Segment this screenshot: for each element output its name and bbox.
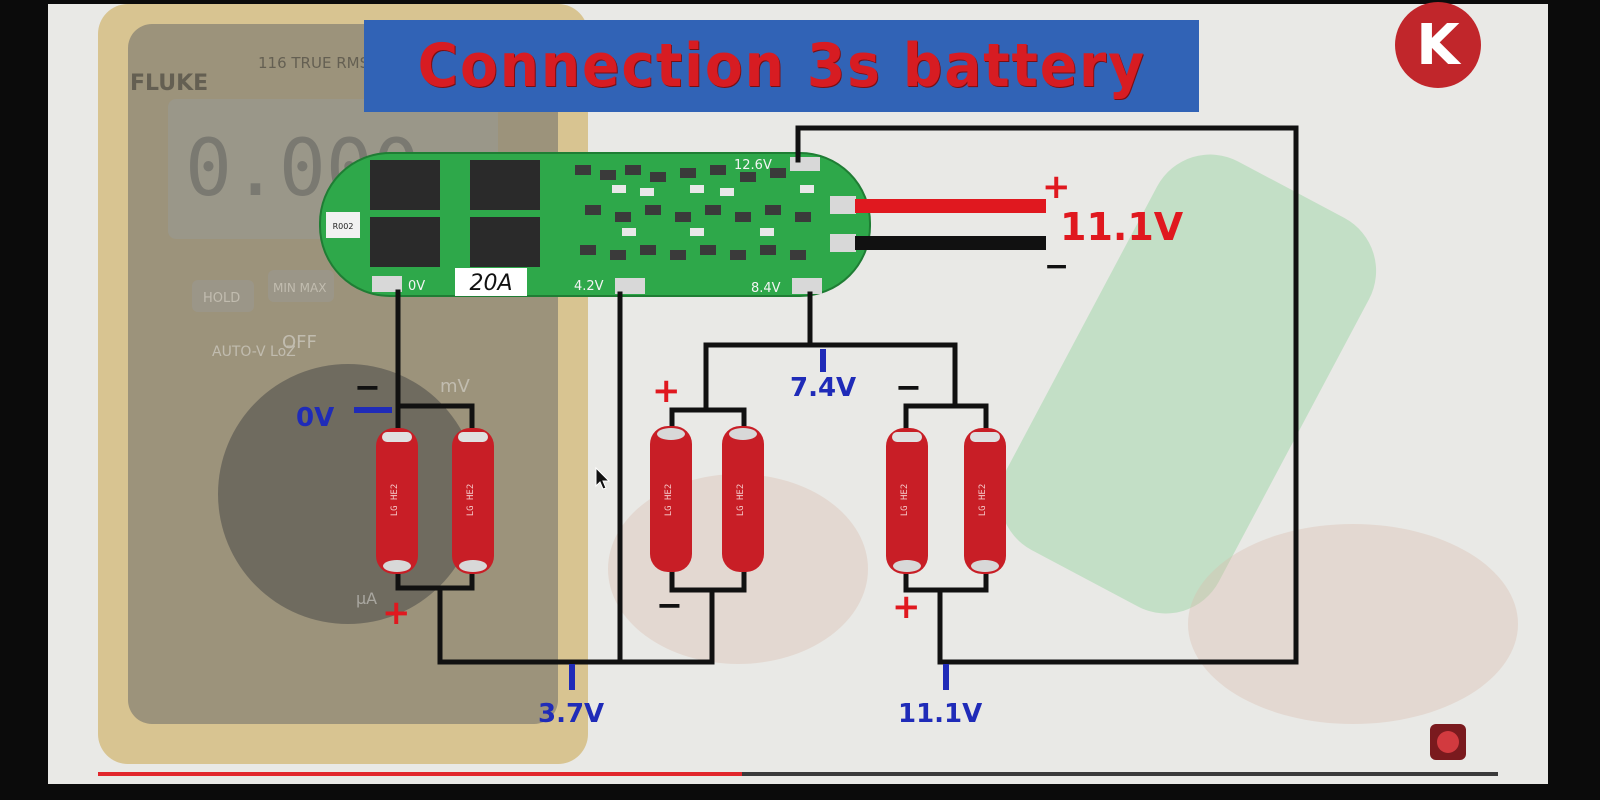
channel-logo[interactable]: K <box>1395 2 1481 88</box>
shunt-resistor <box>326 212 360 238</box>
current-rating: 20A <box>469 271 512 296</box>
cell-1b: LG HE2 <box>452 428 494 574</box>
group2-bottom-sign: − <box>656 586 683 624</box>
mouse-cursor-icon <box>595 466 611 490</box>
wire-group3-bottom <box>903 571 989 593</box>
hand-photo-2 <box>1188 524 1518 724</box>
terminal-label-8v4: 8.4V <box>751 281 781 296</box>
terminal-label-12v6: 12.6V <box>734 158 772 173</box>
cell-2a-label: LG HE2 <box>664 484 674 517</box>
channel-logo-letter: K <box>1416 12 1460 78</box>
wire-7v4-bus <box>703 342 958 413</box>
dial-label-autov: AUTO-V LoZ <box>212 344 296 360</box>
group3-bottom-sign: + <box>892 587 921 627</box>
wire-11v1-return <box>795 125 1299 665</box>
terminal-label-4v2: 4.2V <box>574 279 604 294</box>
video-progress-fill <box>98 772 742 776</box>
multimeter-model: 116 TRUE RMS <box>258 54 369 72</box>
cell-3a: LG HE2 <box>886 428 928 574</box>
tap-label-3v7: 3.7V <box>538 699 604 729</box>
output-pad-negative <box>830 234 856 252</box>
dial-label-ua: µA <box>356 589 377 608</box>
wire-group1-bottom <box>395 571 475 591</box>
title-banner: Connection 3s battery <box>364 20 1199 112</box>
output-voltage: 11.1V <box>1060 205 1184 249</box>
mosfet-1 <box>370 160 440 210</box>
minmax-button-label: MIN MAX <box>273 281 326 295</box>
cell-3b: LG HE2 <box>964 428 1006 574</box>
cell-2b-label: LG HE2 <box>736 484 746 517</box>
minmax-button <box>268 270 334 302</box>
wire-group1-top-right <box>395 403 475 431</box>
wire-group2-top <box>669 407 747 433</box>
terminal-pad-4v2 <box>615 278 645 294</box>
group3-top-sign: − <box>895 368 922 406</box>
cell-group-2: LG HE2 LG HE2 <box>650 426 764 572</box>
cell-1b-label: LG HE2 <box>466 484 476 517</box>
shunt-resistor-code: R002 <box>333 222 354 231</box>
hold-button-label: HOLD <box>203 291 240 306</box>
cell-1a: LG HE2 <box>376 428 418 574</box>
cell-group-1: LG HE2 LG HE2 <box>376 428 494 574</box>
tap-label-0v: 0V <box>296 403 334 433</box>
video-progress-bar[interactable] <box>98 772 1498 776</box>
bms-board: R002 <box>319 152 871 297</box>
wiring <box>395 125 1299 665</box>
mosfet-2 <box>470 160 540 210</box>
rating-label-box <box>455 268 527 296</box>
group1-top-sign: − <box>354 368 381 406</box>
hold-button <box>192 280 254 312</box>
cell-3a-label: LG HE2 <box>900 484 910 517</box>
cell-2a: LG HE2 <box>650 426 692 572</box>
output-negative-sign: − <box>1044 249 1069 284</box>
cell-2b: LG HE2 <box>722 426 764 572</box>
output-positive-sign: + <box>1042 167 1071 207</box>
dial-label-off: OFF <box>282 332 317 353</box>
tap-label-7v4: 7.4V <box>790 373 856 403</box>
wire-group3-top <box>903 403 989 431</box>
dial-label-mv: mV <box>440 376 471 397</box>
group2-top-sign: + <box>652 371 681 411</box>
output-pad-positive <box>830 196 856 214</box>
mosfet-4 <box>470 217 540 267</box>
multimeter-brand: FLUKE <box>130 71 208 96</box>
smd-components <box>575 165 811 260</box>
terminal-pad-0v <box>372 276 402 292</box>
multimeter-texts: FLUKE 116 TRUE RMS 0.000 HOLD MIN MAX AU… <box>130 54 471 608</box>
terminal-label-0v: 0V <box>408 279 425 294</box>
group1-bottom-sign: + <box>382 593 411 633</box>
smd-resistors <box>612 185 814 236</box>
tap-label-11v1: 11.1V <box>898 699 982 729</box>
cell-group-3: LG HE2 LG HE2 <box>886 428 1006 574</box>
record-button[interactable] <box>1430 724 1466 760</box>
cell-1a-label: LG HE2 <box>390 484 400 517</box>
cell-3b-label: LG HE2 <box>978 484 988 517</box>
terminal-pad-8v4 <box>792 278 822 294</box>
record-icon <box>1437 731 1459 753</box>
mosfet-3 <box>370 217 440 267</box>
page-title: Connection 3s battery <box>417 31 1146 101</box>
terminal-pad-12v6 <box>790 157 820 171</box>
tap-markers <box>354 349 949 690</box>
